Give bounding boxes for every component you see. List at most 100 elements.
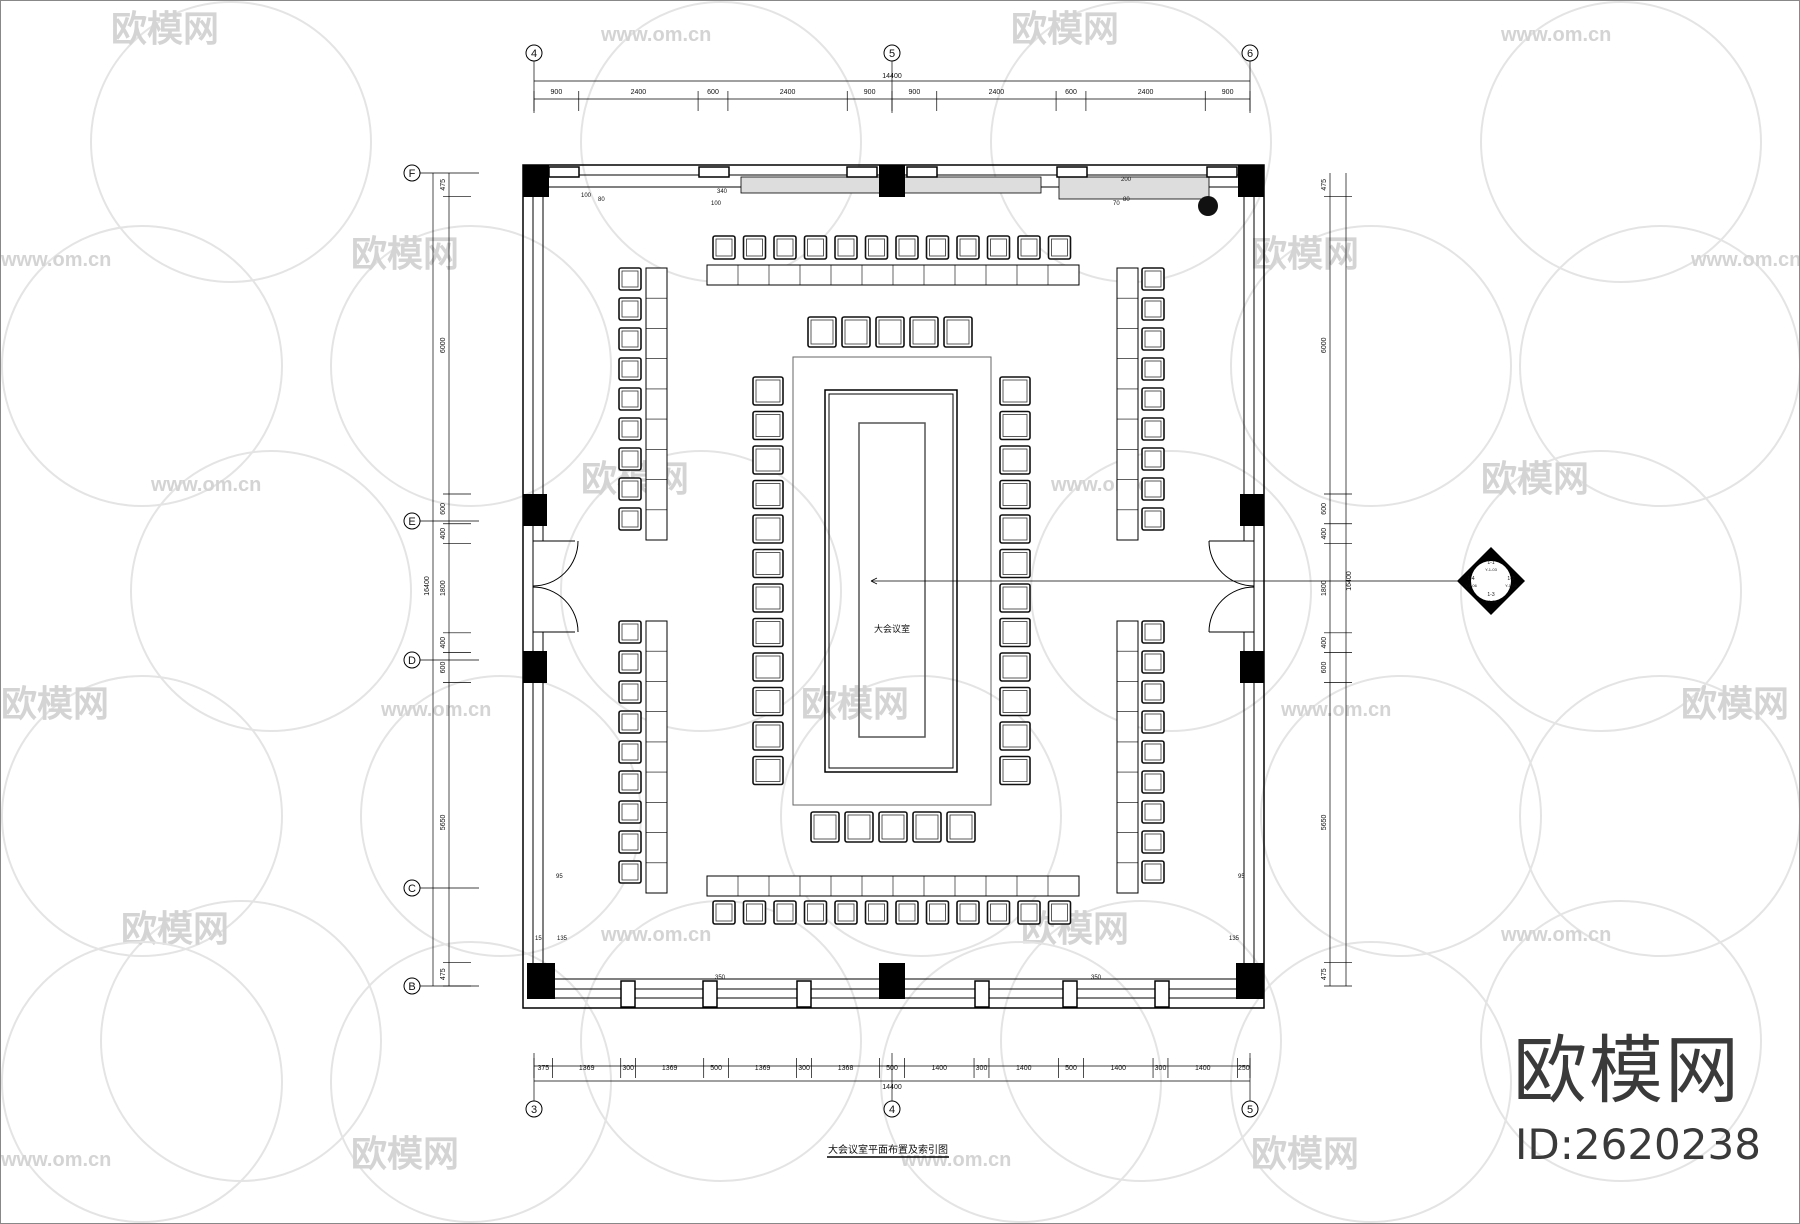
chair <box>1141 710 1165 734</box>
dimension-label: 6000 <box>440 337 447 353</box>
chair <box>618 357 642 381</box>
chair <box>999 376 1031 406</box>
brand-logo: 欧模网 <box>1513 1028 1741 1114</box>
desk <box>706 264 1080 286</box>
chair <box>752 514 784 544</box>
detail-dimension: 80 <box>598 197 605 203</box>
dimension-label: 375 <box>537 1065 549 1072</box>
watermark-logo: 欧模网 <box>351 233 459 274</box>
dimension-label: 600 <box>440 662 447 674</box>
chair <box>618 770 642 794</box>
axis-label: D <box>408 655 416 667</box>
axis-label: 5 <box>1247 1104 1253 1116</box>
axis-label: 6 <box>1247 48 1253 60</box>
chair <box>1141 650 1165 674</box>
chair <box>618 680 642 704</box>
chair <box>752 583 784 613</box>
chair <box>618 830 642 854</box>
chair <box>834 900 858 925</box>
chair <box>844 811 874 843</box>
watermark-url: www.om.cn <box>1500 924 1611 946</box>
desk <box>1116 267 1139 541</box>
index-label: 1-2 <box>1507 576 1514 582</box>
axis-label: 4 <box>531 48 537 60</box>
chair <box>618 740 642 764</box>
chair <box>834 235 858 260</box>
chair <box>618 267 642 291</box>
detail-dimension: 135 <box>1229 936 1240 942</box>
chair <box>925 900 950 925</box>
watermark-logo: 欧模网 <box>1251 1133 1359 1174</box>
axis-label: F <box>409 168 416 180</box>
chair <box>618 800 642 824</box>
chair <box>1141 740 1165 764</box>
chair <box>1141 830 1165 854</box>
arrow-icon <box>870 577 878 585</box>
desk <box>1116 620 1139 894</box>
chair <box>986 900 1011 925</box>
chair <box>752 721 784 751</box>
chair <box>1141 620 1165 644</box>
detail-dimension: 95 <box>1238 874 1245 880</box>
watermark-url: www.om.cn <box>600 924 711 946</box>
chair <box>618 620 642 644</box>
dimension-label: 400 <box>440 528 447 540</box>
dimension-label: 300 <box>798 1065 810 1072</box>
chair <box>1141 327 1165 351</box>
dimension-label: 1369 <box>662 1065 678 1072</box>
chair <box>946 811 976 843</box>
chair <box>752 686 784 717</box>
chair <box>999 721 1031 751</box>
dimension-label: 600 <box>1321 503 1328 515</box>
dimension-label: 1369 <box>579 1065 595 1072</box>
watermark-logo: 欧模网 <box>801 683 909 724</box>
chair <box>810 811 840 843</box>
index-label: 1-4 <box>1467 576 1474 582</box>
chair <box>803 235 828 260</box>
chair <box>875 316 905 348</box>
chair <box>752 445 784 475</box>
detail-dimension: 70 <box>1113 201 1120 207</box>
chair <box>618 387 642 411</box>
chair <box>999 583 1031 613</box>
chair <box>752 548 784 579</box>
chair <box>1141 770 1165 794</box>
chair <box>773 900 797 925</box>
detail-dimension: 15 <box>535 936 542 942</box>
detail-dimension: 350 <box>715 975 726 981</box>
chair <box>1141 507 1165 531</box>
dimension-label: 900 <box>864 89 876 96</box>
axis-label: B <box>408 981 415 993</box>
chair <box>618 327 642 351</box>
chair <box>1017 900 1041 925</box>
chair <box>712 900 736 925</box>
dimension-label: 1400 <box>1195 1065 1211 1072</box>
dimension-label: 600 <box>1065 89 1077 96</box>
chair <box>999 514 1031 544</box>
plant-icon <box>1198 196 1218 216</box>
dimension-label: 250 <box>1238 1065 1250 1072</box>
chair <box>1141 477 1165 501</box>
axis-label: 4 <box>889 1104 895 1116</box>
index-ref: Y-1-04 <box>1485 599 1497 604</box>
index-symbol[interactable]: 1-1Y-1-031-2Y-1-051-3Y-1-041-4Y-1-06 <box>870 547 1525 615</box>
dimension-label: 5650 <box>1321 815 1328 831</box>
dimension-label: 475 <box>440 179 447 191</box>
dimension-label: 400 <box>440 637 447 649</box>
watermark-url: www.om.cn <box>1500 24 1611 46</box>
chair <box>999 445 1031 475</box>
axis-label: C <box>408 883 416 895</box>
dimension-label: 2400 <box>631 89 647 96</box>
chair <box>895 235 919 260</box>
chair <box>618 650 642 674</box>
chair <box>912 811 942 843</box>
chair <box>618 860 642 884</box>
chair <box>1141 680 1165 704</box>
chair <box>999 686 1031 717</box>
chair <box>1141 417 1165 441</box>
chair <box>1141 447 1165 471</box>
dimension-label: 600 <box>1321 662 1328 674</box>
total-dimension: 16400 <box>1346 571 1353 591</box>
detail-dimension: 95 <box>556 874 563 880</box>
